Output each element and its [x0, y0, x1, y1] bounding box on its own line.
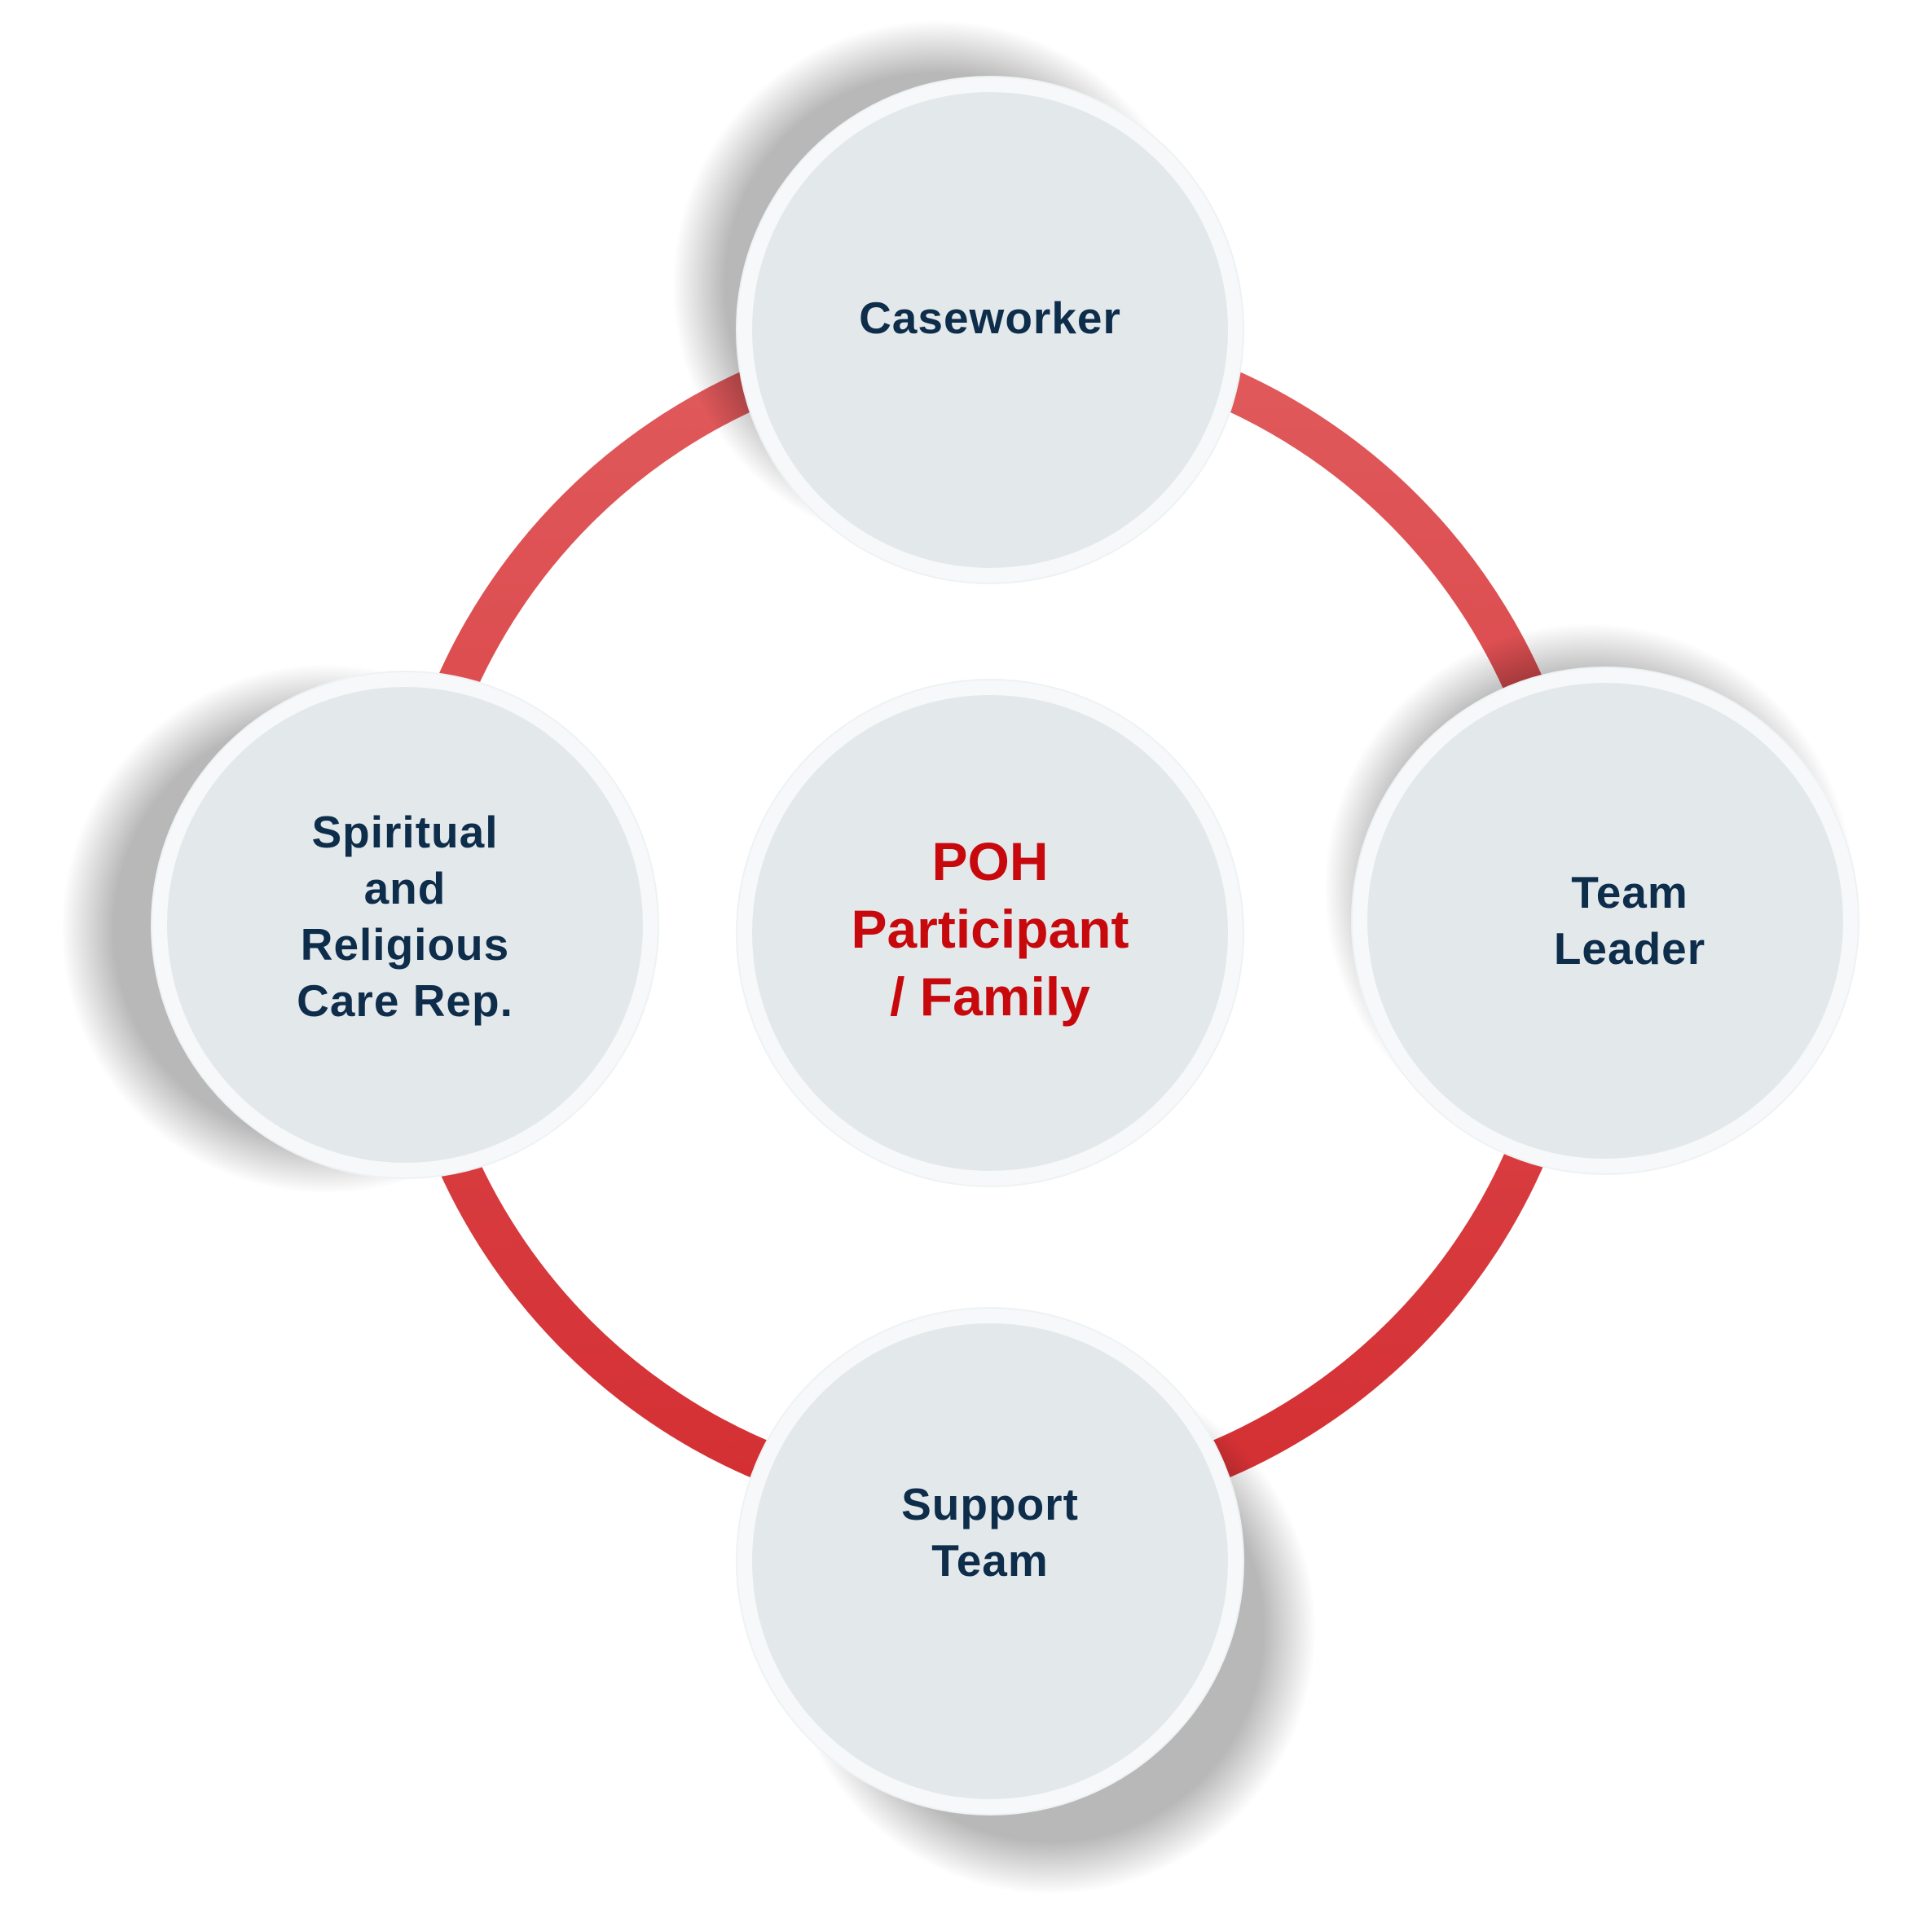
team-leader-label: Team Leader [1553, 867, 1706, 974]
spiritual-care-node: Spiritual and Religious Care Rep. [152, 672, 658, 1177]
support-team-label: Support Team [901, 1479, 1079, 1586]
center-node: POH Participant / Family [737, 680, 1243, 1186]
caseworker-label: Caseworker [859, 292, 1121, 343]
team-leader-node: Team Leader [1353, 668, 1858, 1173]
spiritual-care-label: Spiritual and Religious Care Rep. [297, 807, 513, 1026]
caseworker-node: Caseworker [737, 77, 1243, 583]
support-team-node: Support Team [737, 1309, 1243, 1814]
center-label: POH Participant / Family [851, 830, 1129, 1027]
